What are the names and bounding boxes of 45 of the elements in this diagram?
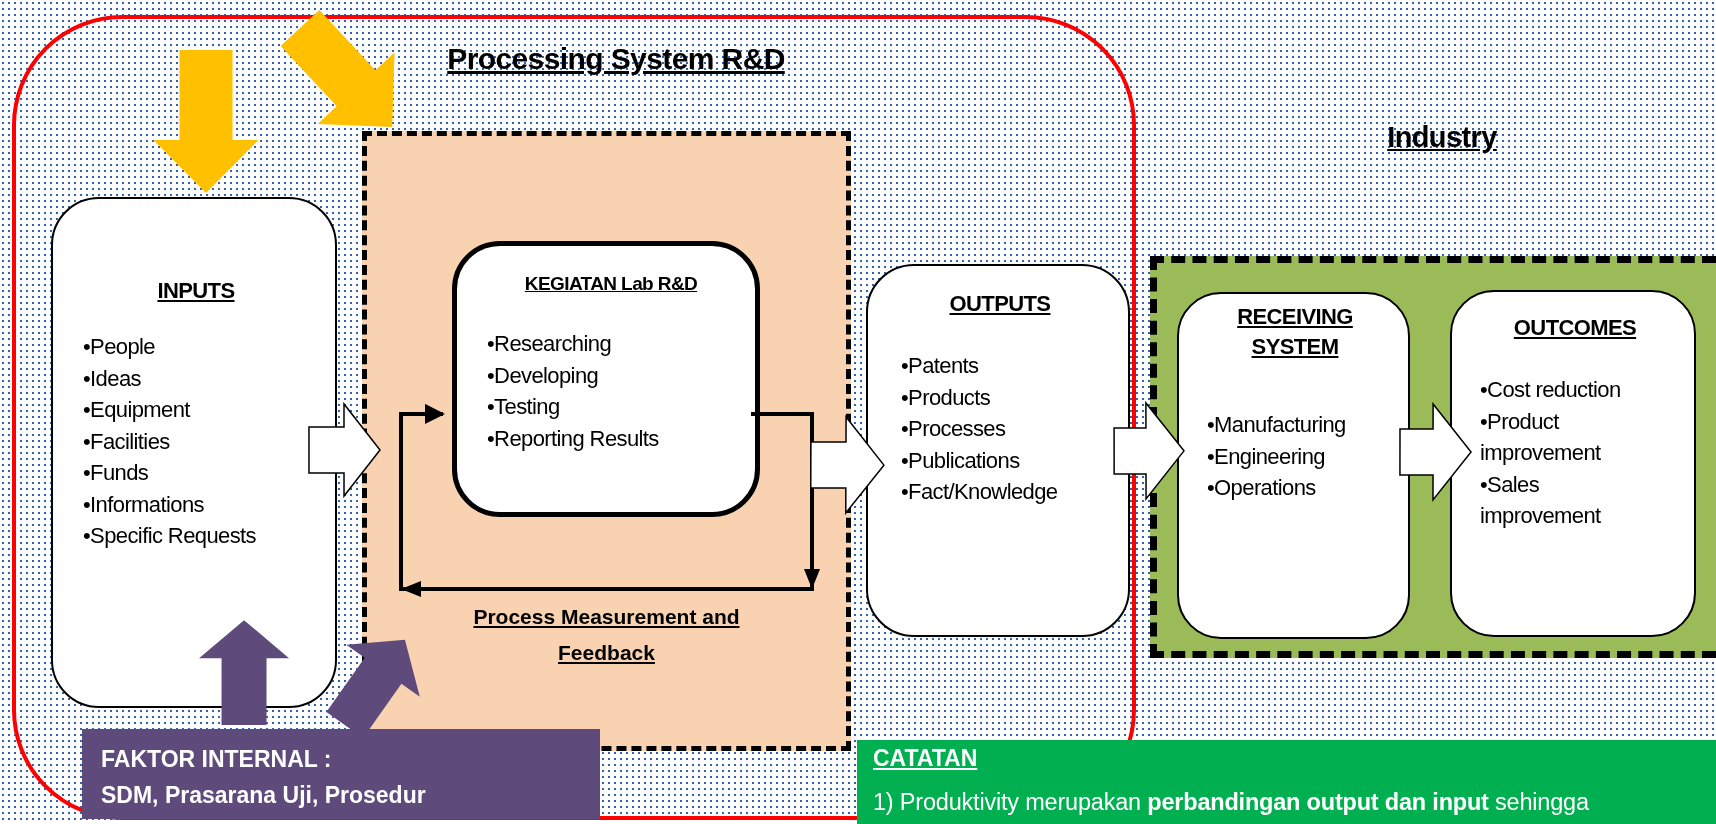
process-box (1450, 290, 1696, 637)
block-arrow (1399, 401, 1472, 503)
list-item: •Patents (901, 352, 979, 380)
block-arrow (199, 620, 290, 725)
note-text: 1) Produktivity merupakan perbandingan output dan input sehingga (873, 788, 1589, 817)
block-arrow (308, 401, 381, 499)
list-item: •Researching (487, 330, 612, 358)
list-item: •Products (901, 383, 991, 412)
heading: INPUTS (156, 279, 236, 303)
process-box (1177, 292, 1410, 639)
list-item: •Engineering (1207, 442, 1325, 471)
list-item: •Specific Requests (83, 522, 256, 550)
heading: KEGIATAN Lab R&D (523, 272, 699, 296)
process-box (51, 197, 337, 708)
block-arrow (810, 414, 885, 516)
list-item: •Fact/Knowledge (901, 478, 1058, 506)
list-item: •Developing (487, 361, 599, 390)
process-box (452, 241, 760, 517)
note-text: SDM, Prasarana Uji, Prosedur (101, 781, 426, 810)
heading: FAKTOR INTERNAL : (101, 745, 333, 774)
list-item: •Facilities (83, 427, 170, 456)
block-arrow (153, 50, 259, 193)
process-box (866, 264, 1130, 637)
list-item: •Informations (83, 490, 204, 519)
block-arrow (1113, 400, 1185, 502)
list-item: •Product improvement (1480, 407, 1602, 467)
list-item: •Testing (487, 393, 560, 421)
heading: CATATAN (873, 746, 979, 770)
list-item: •Manufacturing (1207, 411, 1346, 439)
heading: OUTCOMES (1512, 316, 1638, 340)
list-item: •Cost reduction (1480, 376, 1622, 404)
note-box (82, 729, 600, 819)
list-item: •Sales improvement (1480, 470, 1602, 530)
heading: RECEIVING SYSTEM (1236, 303, 1354, 361)
list-item: •Equipment (83, 396, 190, 424)
heading: OUTPUTS (948, 292, 1052, 316)
list-item: •People (83, 333, 155, 361)
list-item: •Publications (901, 446, 1020, 475)
list-item: •Operations (1207, 474, 1316, 502)
list-item: •Processes (901, 415, 1006, 443)
list-item: •Ideas (83, 364, 141, 393)
list-item: •Funds (83, 459, 149, 487)
list-item: •Reporting Results (487, 424, 659, 453)
note-box (857, 740, 1716, 824)
block-arrow (280, 9, 395, 127)
